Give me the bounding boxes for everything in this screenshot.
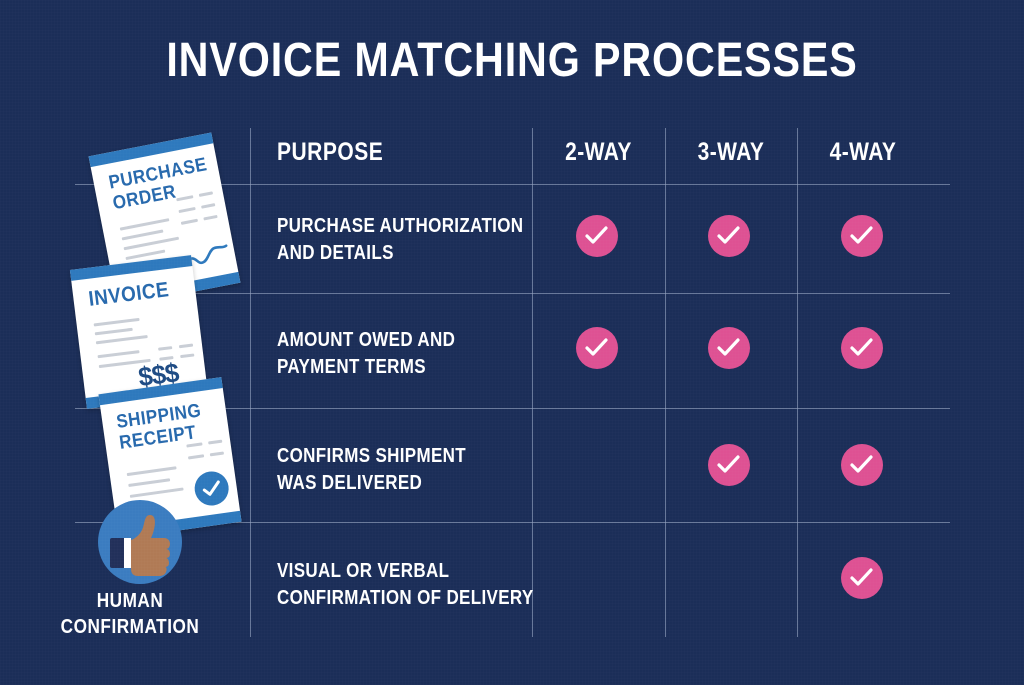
grid-hline-2: [75, 293, 950, 294]
delivery-check-icon: [192, 469, 231, 508]
doc-line: [186, 442, 203, 448]
check-badge-row1-2way: [576, 215, 618, 257]
doc-line: [93, 317, 140, 327]
doc-line: [201, 203, 216, 209]
doc-line: [203, 214, 218, 221]
row-label-2-line1: AMOUNT OWED AND: [277, 329, 456, 351]
shipping-receipt-document: SHIPPING RECEIPT: [98, 377, 242, 539]
doc-line: [121, 229, 164, 241]
doc-line: [178, 343, 194, 349]
doc-line: [97, 350, 140, 359]
human-confirmation-label: HUMAN CONFIRMATION: [0, 588, 260, 640]
check-badge-row2-3way: [708, 327, 750, 369]
check-icon: [850, 226, 873, 244]
check-icon: [585, 226, 608, 244]
doc-line: [208, 439, 223, 445]
row-label-1-line1: PURCHASE AUTHORIZATION: [277, 215, 524, 237]
doc-line: [178, 206, 196, 214]
grid-vline-4: [797, 128, 798, 637]
row-label-3-line1: CONFIRMS SHIPMENT: [277, 445, 467, 467]
check-icon: [850, 338, 873, 356]
doc-line: [123, 236, 180, 251]
check-icon: [717, 338, 740, 356]
grid-hline-4: [75, 522, 950, 523]
doc-line: [209, 451, 225, 457]
doc-line: [187, 454, 205, 460]
check-badge-row3-3way: [708, 444, 750, 486]
row-label-3-line2: WAS DELIVERED: [277, 472, 423, 494]
check-icon: [717, 226, 740, 244]
row-label-1-line2: AND DETAILS: [277, 242, 394, 264]
check-badge-row1-3way: [708, 215, 750, 257]
check-icon: [717, 455, 740, 473]
doc-line: [198, 191, 214, 197]
doc-line: [126, 466, 177, 477]
column-header-4way: 4-WAY: [829, 138, 897, 166]
doc-line: [129, 487, 184, 498]
row-label-3: CONFIRMS SHIPMENT WAS DELIVERED: [277, 443, 466, 497]
doc-line: [94, 327, 133, 336]
row-label-2-line2: PAYMENT TERMS: [277, 356, 426, 378]
human-label-line2: CONFIRMATION: [60, 616, 200, 638]
check-badge-row4-4way: [841, 557, 883, 599]
row-label-4: VISUAL OR VERBAL CONFIRMATION OF DELIVER…: [277, 558, 534, 612]
check-badge-row2-4way: [841, 327, 883, 369]
doc-line: [180, 218, 199, 225]
grid-hline-3: [75, 408, 950, 409]
invoice-title: INVOICE: [87, 278, 171, 311]
check-icon: [850, 568, 873, 586]
grid-hline-1: [75, 184, 950, 185]
column-header-2way: 2-WAY: [565, 138, 632, 166]
grid-vline-3: [665, 128, 666, 637]
check-badge-row1-4way: [841, 215, 883, 257]
doc-line: [158, 346, 173, 351]
doc-line: [180, 353, 195, 359]
human-label-line1: HUMAN: [96, 590, 164, 612]
check-icon: [585, 338, 608, 356]
doc-line: [128, 478, 171, 488]
thumbs-up-icon: [110, 515, 170, 576]
human-confirmation-icon: [98, 500, 182, 584]
column-header-purpose: PURPOSE: [277, 138, 384, 166]
check-icon: [850, 455, 873, 473]
page-title: INVOICE MATCHING PROCESSES: [166, 34, 858, 87]
row-label-1: PURCHASE AUTHORIZATION AND DETAILS: [277, 213, 523, 267]
doc-line: [95, 334, 148, 345]
column-header-3way: 3-WAY: [697, 138, 765, 166]
row-label-4-line1: VISUAL OR VERBAL: [277, 560, 450, 582]
grid-vline-1: [250, 128, 251, 637]
row-label-4-line2: CONFIRMATION OF DELIVERY: [277, 587, 534, 609]
grid-vline-2: [532, 128, 533, 637]
row-label-2: AMOUNT OWED AND PAYMENT TERMS: [277, 327, 455, 381]
check-badge-row3-4way: [841, 444, 883, 486]
document-stack-illustration: PURCHASE ORDER INVOICE $$$ SHIPP: [0, 0, 260, 685]
doc-line: [176, 195, 194, 202]
check-badge-row2-2way: [576, 327, 618, 369]
